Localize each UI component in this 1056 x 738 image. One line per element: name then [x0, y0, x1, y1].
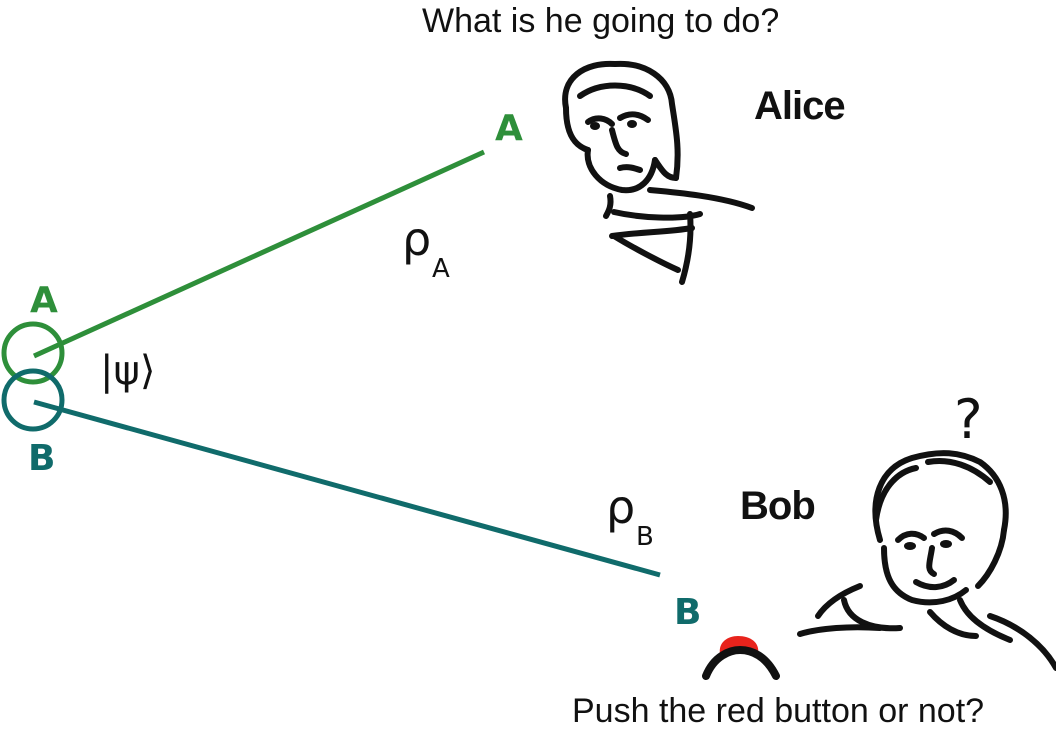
alice-eye-right	[627, 120, 637, 128]
end-node-a-label: A	[495, 108, 523, 149]
source-circle-a	[1, 321, 65, 385]
source-node-b-label: B	[28, 438, 56, 479]
bob-sketch	[797, 450, 1056, 671]
rho-a-symbol: ρ	[402, 212, 432, 266]
rho-a-subscript: A	[432, 254, 450, 284]
bob-question-mark: ?	[954, 388, 983, 451]
alice-thought-caption: What is he going to do?	[422, 2, 780, 40]
alice-name: Alice	[754, 84, 846, 128]
source-circle-b	[1, 368, 65, 432]
alice-eye-left	[590, 122, 600, 130]
bob-eye-left	[904, 542, 916, 550]
rho-b-symbol: ρ	[606, 480, 636, 534]
bob-thought-caption: Push the red button or not?	[572, 692, 985, 730]
bob-eye-right	[940, 540, 952, 548]
state-ket: |ψ⟩	[100, 348, 156, 394]
alice-sketch	[562, 60, 755, 285]
source-node-a-label: A	[30, 280, 58, 321]
bob-name: Bob	[740, 484, 816, 528]
channel-line-a	[32, 149, 486, 359]
channel-line-b	[33, 399, 661, 578]
end-node-b-label: B	[674, 592, 702, 633]
rho-b-subscript: B	[636, 522, 654, 552]
red-button[interactable]	[702, 636, 780, 680]
